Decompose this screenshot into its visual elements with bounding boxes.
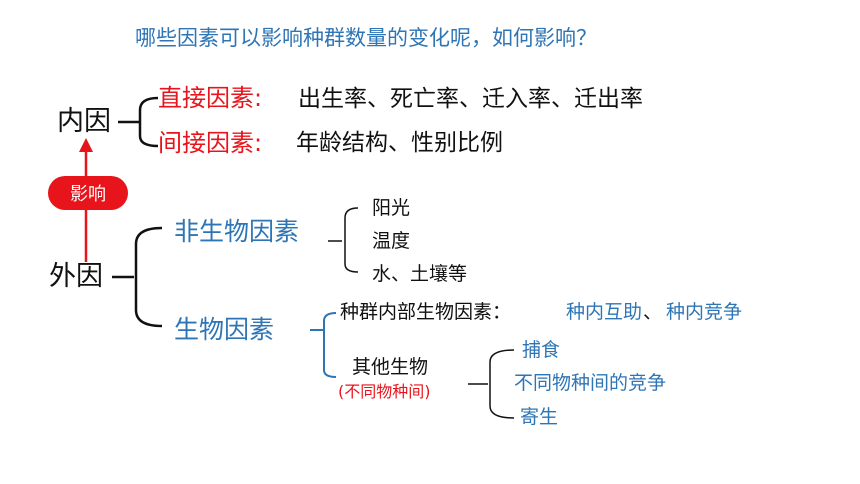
interspecies-item: 捕食 bbox=[522, 339, 561, 361]
abiotic-bracket bbox=[328, 207, 359, 273]
direct-factor-label: 直接因素: bbox=[158, 84, 263, 112]
intra-compete: 种内竞争 bbox=[666, 301, 743, 323]
direct-factor-value: 出生率、死亡率、迁入率、迁出率 bbox=[298, 86, 643, 112]
inner-bracket bbox=[118, 96, 159, 148]
outer-cause-label: 外因 bbox=[49, 261, 103, 292]
intra-population-label: 种群内部生物因素： bbox=[340, 301, 512, 323]
abiotic-item: 温度 bbox=[372, 230, 411, 252]
other-organisms-note: (不同物种间) bbox=[338, 382, 431, 401]
indirect-factor-label: 间接因素: bbox=[158, 129, 263, 157]
interspecies-item: 寄生 bbox=[520, 406, 559, 428]
page-title: 哪些因素可以影响种群数量的变化呢，如何影响？ bbox=[135, 26, 597, 50]
indirect-factor-value: 年龄结构、性别比例 bbox=[296, 130, 503, 156]
other-bracket bbox=[468, 349, 515, 419]
abiotic-factor-label: 非生物因素 bbox=[174, 217, 300, 246]
inner-cause-label: 内因 bbox=[57, 106, 111, 137]
interspecies-item: 不同物种间的竞争 bbox=[514, 372, 667, 394]
influence-badge: 影响 bbox=[48, 176, 128, 210]
intra-separator: 、 bbox=[643, 301, 663, 323]
other-organisms-label: 其他生物 bbox=[352, 356, 429, 378]
biotic-factor-label: 生物因素 bbox=[174, 315, 275, 344]
biotic-bracket bbox=[310, 312, 337, 378]
intra-help: 种内互助 bbox=[566, 301, 643, 323]
abiotic-item: 阳光 bbox=[372, 197, 411, 219]
abiotic-item: 水、土壤等 bbox=[372, 263, 468, 285]
influence-arrowhead bbox=[79, 138, 93, 152]
outer-bracket bbox=[112, 226, 163, 328]
